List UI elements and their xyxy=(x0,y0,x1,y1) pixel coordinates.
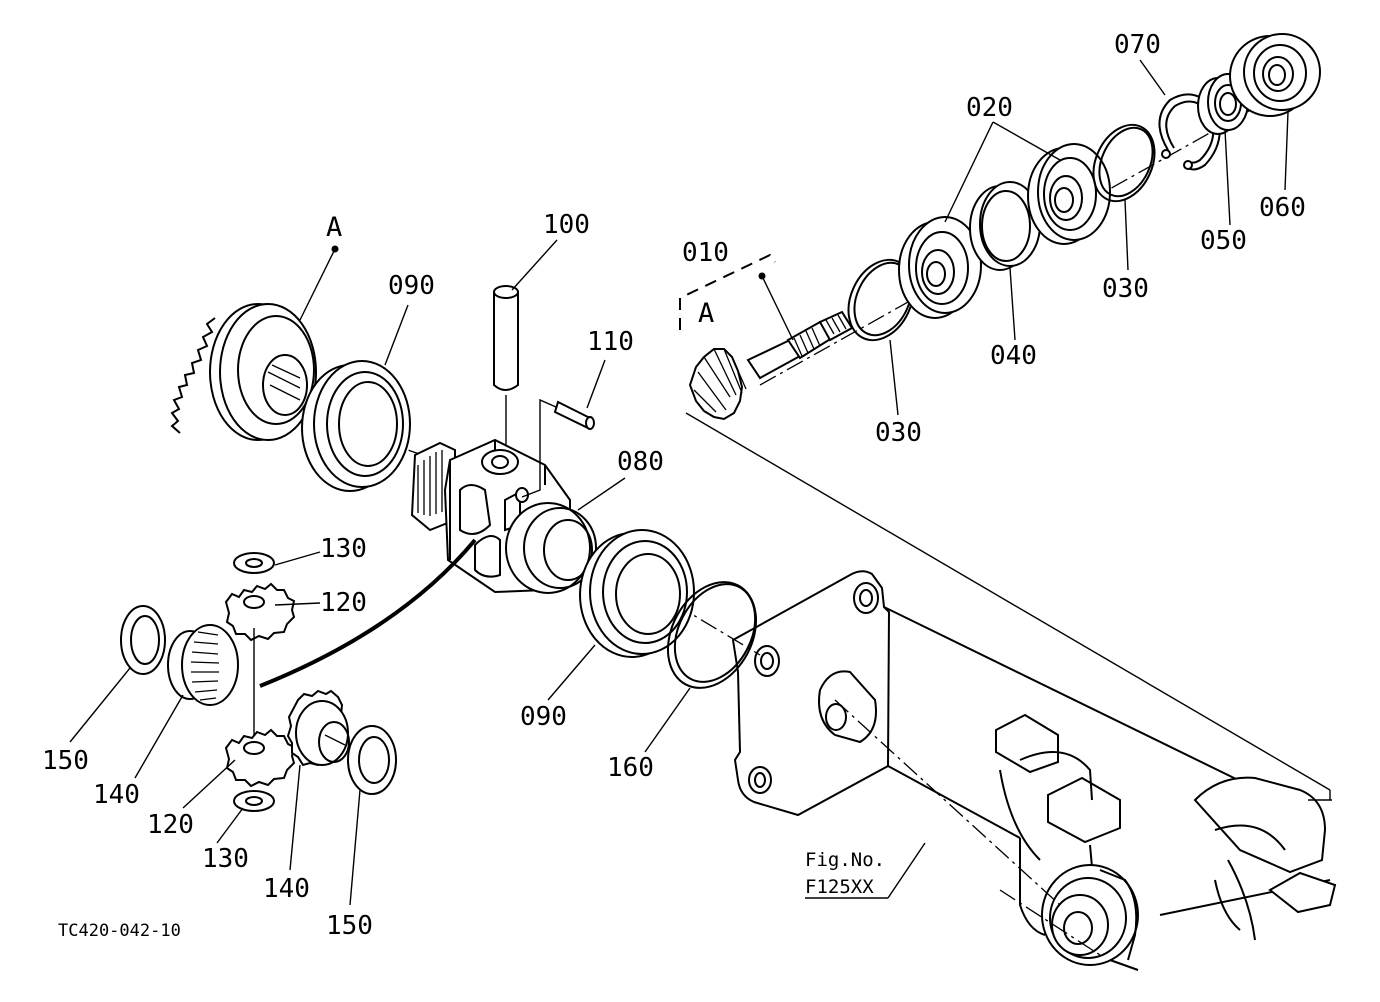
drawing-code: TC420-042-10 xyxy=(58,921,181,941)
label-090-lower: 090 xyxy=(520,702,567,732)
label-060: 060 xyxy=(1259,193,1306,223)
fig-no-label: Fig.No. xyxy=(805,849,885,871)
snap-ring-030-upper xyxy=(1092,123,1156,203)
label-120-upper: 120 xyxy=(320,588,367,618)
figure-reference: Fig.No. F125XX TC420-042-10 xyxy=(58,849,885,941)
thrust-washer-150-right xyxy=(347,725,397,795)
label-150-left: 150 xyxy=(42,746,89,776)
bearing-090-upper xyxy=(301,360,411,492)
axle-housing xyxy=(731,570,1337,971)
label-140-right: 140 xyxy=(263,874,310,904)
label-090-upper: 090 xyxy=(388,271,435,301)
bearing-090-lower xyxy=(579,529,695,658)
oil-seal-060 xyxy=(1229,33,1321,117)
label-110: 110 xyxy=(587,327,634,357)
label-030-lower: 030 xyxy=(875,418,922,448)
pinion-120-upper xyxy=(224,582,296,642)
assembly-path-curve xyxy=(259,538,477,688)
bearing-020-left xyxy=(898,216,982,319)
roll-pin-110 xyxy=(521,398,595,498)
leader-lines xyxy=(69,59,1289,906)
label-050: 050 xyxy=(1200,226,1247,256)
label-040: 040 xyxy=(990,341,1037,371)
pin-100 xyxy=(493,285,519,445)
ring-gear xyxy=(170,303,317,441)
label-120-lower: 120 xyxy=(147,810,194,840)
washer-130-lower xyxy=(233,790,275,812)
label-100: 100 xyxy=(543,210,590,240)
o-ring-160 xyxy=(666,581,758,689)
fig-no-value: F125XX xyxy=(805,876,874,898)
label-010: 010 xyxy=(682,238,729,268)
thrust-washer-150-left xyxy=(120,605,166,675)
label-070: 070 xyxy=(1114,30,1161,60)
spacer-collar-040 xyxy=(969,181,1041,271)
part-number-labels: A A 010 020 030 030 040 050 060 070 080 … xyxy=(42,30,1306,941)
pinion-120-lower xyxy=(224,728,296,788)
differential-case xyxy=(410,438,597,594)
label-130-lower: 130 xyxy=(202,844,249,874)
ref-label-a-pinion: A xyxy=(698,298,714,329)
label-080: 080 xyxy=(617,447,664,477)
washer-130-upper xyxy=(233,552,275,574)
bevel-pinion-shaft-010 xyxy=(688,310,854,421)
label-030-upper: 030 xyxy=(1102,274,1149,304)
label-130-upper: 130 xyxy=(320,534,367,564)
label-160: 160 xyxy=(607,753,654,783)
bearing-020-right xyxy=(1027,143,1111,245)
side-gear-140-right xyxy=(286,689,350,767)
label-150-right: 150 xyxy=(326,911,373,941)
side-gear-140-left xyxy=(167,624,239,706)
bracket-010 xyxy=(679,253,794,341)
ref-label-a-gear: A xyxy=(326,212,342,243)
label-020: 020 xyxy=(966,93,1013,123)
label-140-left: 140 xyxy=(93,780,140,810)
